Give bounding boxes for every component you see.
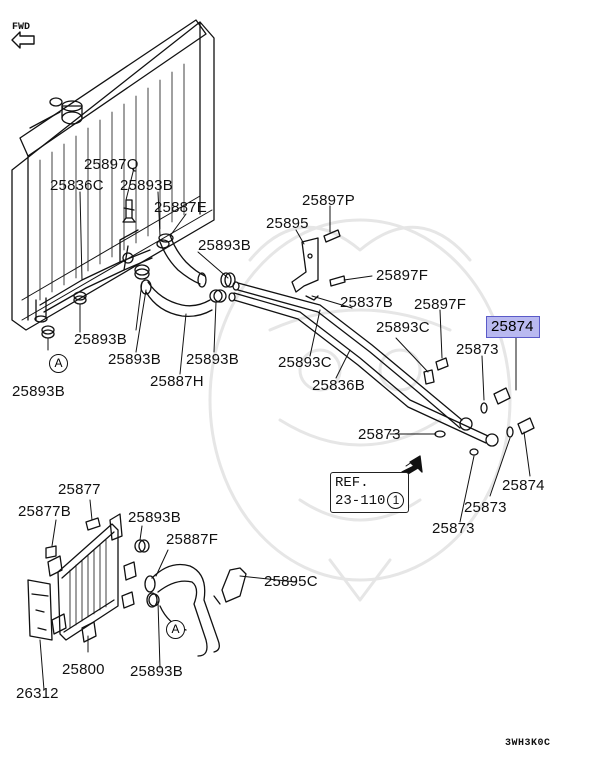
bracket-25895 — [291, 237, 319, 301]
part-label-25893b: 25893B — [186, 351, 239, 368]
bolt-25897q — [122, 199, 136, 223]
part-label-25893b: 25893B — [120, 177, 173, 194]
fwd-label: FWD — [12, 22, 31, 33]
diagram-code: 3WH3K0C — [505, 738, 551, 749]
part-label-25895: 25895 — [266, 215, 309, 232]
part-label-25837b: 25837B — [340, 294, 393, 311]
hose-25887e — [158, 233, 207, 288]
part-label-25893c: 25893C — [376, 319, 430, 336]
clamps-25893b — [41, 239, 236, 339]
pipe-25836c — [34, 229, 153, 323]
radiator — [11, 19, 215, 331]
reference-page: 23-110 — [335, 493, 386, 509]
bracket-25895c — [213, 567, 247, 605]
part-label-25874-highlighted[interactable]: 25874 — [486, 316, 540, 338]
part-label-25836b: 25836B — [312, 377, 365, 394]
part-label-25897p: 25897P — [302, 192, 355, 209]
pipes-25837b-25836b — [228, 281, 499, 447]
part-label-25887e: 25887E — [154, 199, 207, 216]
bolts-25877 — [45, 517, 101, 559]
part-label-25893b: 25893B — [130, 663, 183, 680]
part-label-25893c: 25893C — [278, 354, 332, 371]
part-label-25836c: 25836C — [50, 177, 104, 194]
panel-26312 — [27, 579, 53, 641]
part-label-25873: 25873 — [456, 341, 499, 358]
part-label-25893b: 25893B — [12, 383, 65, 400]
part-label-25873: 25873 — [432, 520, 475, 537]
reference-circled-number: 1 — [387, 492, 405, 509]
part-label-26312: 26312 — [16, 685, 59, 702]
part-label-25893b: 25893B — [108, 351, 161, 368]
hose-25887h — [140, 279, 213, 318]
bolts-25897p-25897f — [323, 229, 449, 385]
part-label-25893b: 25893B — [198, 237, 251, 254]
part-label-25895c: 25895C — [264, 573, 318, 590]
connector-marker-a: A — [49, 354, 68, 373]
part-label-25887f: 25887F — [166, 531, 219, 548]
part-label-25893b: 25893B — [128, 509, 181, 526]
oil-cooler-25800 — [47, 513, 137, 643]
forward-arrow-icon — [11, 31, 35, 49]
part-label-25897q: 25897Q — [84, 156, 139, 173]
connector-marker-a: A — [166, 620, 185, 639]
part-label-25897f: 25897F — [376, 267, 429, 284]
reference-line1: REF. — [335, 475, 369, 491]
part-label-25873: 25873 — [358, 426, 401, 443]
part-label-25800: 25800 — [62, 661, 105, 678]
hose-25887f — [144, 563, 220, 657]
clamps-lower-25893b — [134, 539, 160, 607]
part-label-25877: 25877 — [58, 481, 101, 498]
part-label-25897f: 25897F — [414, 296, 467, 313]
part-label-25873: 25873 — [464, 499, 507, 516]
watermark-emblem — [208, 218, 512, 602]
part-label-25887h: 25887H — [150, 373, 204, 390]
part-label-25877b: 25877B — [18, 503, 71, 520]
part-label-25874: 25874 — [502, 477, 545, 494]
fittings-25873-25874 — [434, 387, 535, 456]
part-label-25893b: 25893B — [74, 331, 127, 348]
leader-lines — [39, 167, 531, 691]
